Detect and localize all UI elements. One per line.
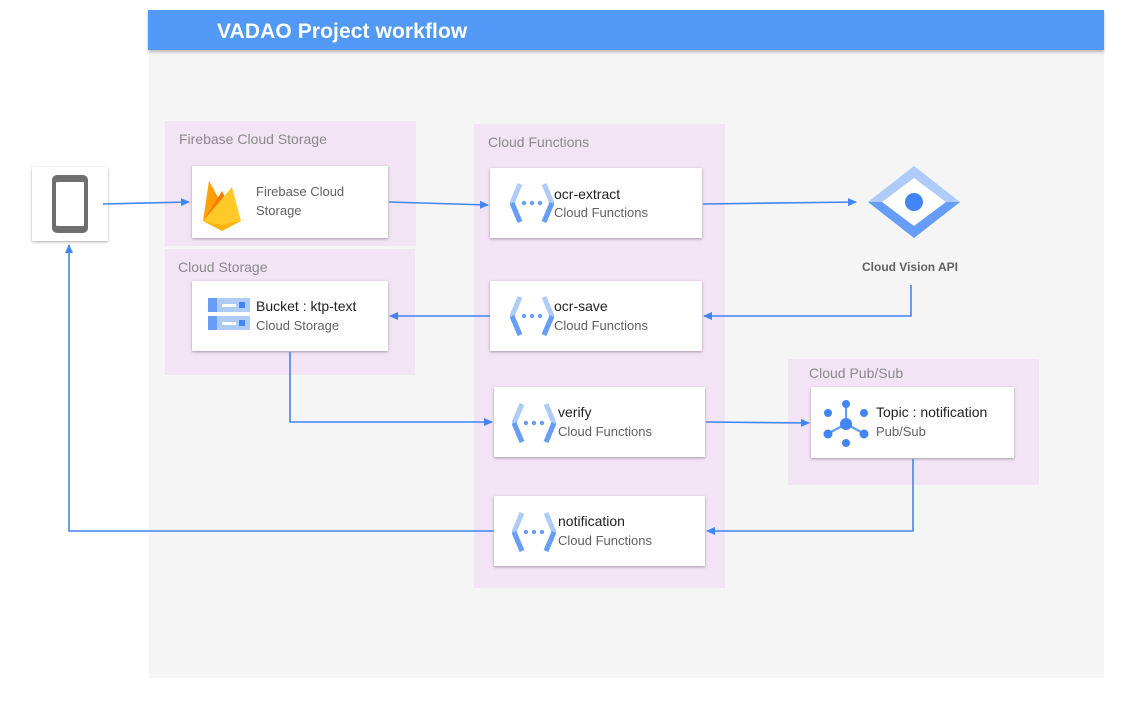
node-subtitle: Cloud Functions <box>554 205 648 220</box>
firebase-storage-node[interactable]: Firebase Cloud Storage <box>192 166 388 238</box>
notification-node[interactable]: notification Cloud Functions <box>494 496 705 566</box>
group-label: Firebase Cloud Storage <box>179 131 327 147</box>
cloud-functions-icon <box>510 183 554 223</box>
node-subtitle: Cloud Functions <box>558 533 652 548</box>
cloud-storage-icon <box>208 298 250 330</box>
node-title-line2: Storage <box>256 203 302 218</box>
node-title: notification <box>558 513 625 529</box>
node-title-line1: Firebase Cloud <box>256 184 345 199</box>
group-label: Cloud Storage <box>178 259 268 275</box>
node-subtitle: Cloud Storage <box>256 318 340 333</box>
firebase-icon <box>203 181 241 231</box>
ocr-extract-node[interactable]: ocr-extract Cloud Functions <box>490 168 702 238</box>
ocr-save-node[interactable]: ocr-save Cloud Functions <box>490 281 702 351</box>
cloud-vision-label: Cloud Vision API <box>861 260 958 274</box>
cloud-functions-icon <box>512 403 556 443</box>
cloud-vision-icon[interactable] <box>866 164 962 240</box>
group-label: Cloud Functions <box>488 134 590 150</box>
verify-node[interactable]: verify Cloud Functions <box>494 387 705 457</box>
topic-notification-node[interactable]: Topic : notification Pub/Sub <box>811 387 1014 458</box>
node-title: ocr-extract <box>554 186 621 202</box>
node-subtitle: Pub/Sub <box>876 424 926 439</box>
group-label: Cloud Pub/Sub <box>809 365 904 381</box>
mobile-device-node[interactable] <box>32 167 108 241</box>
node-title: Topic : notification <box>876 404 988 420</box>
node-subtitle: Cloud Functions <box>558 424 652 439</box>
node-title: Bucket : ktp-text <box>256 298 357 314</box>
pubsub-icon <box>823 400 869 447</box>
cloud-functions-icon <box>512 512 556 552</box>
node-title: verify <box>558 404 592 420</box>
mobile-phone-icon <box>52 175 88 233</box>
node-title: ocr-save <box>554 298 608 314</box>
cloud-functions-icon <box>510 296 554 336</box>
bucket-node[interactable]: Bucket : ktp-text Cloud Storage <box>192 281 388 351</box>
header-bar: VADAO Project workflow <box>148 10 1104 50</box>
node-subtitle: Cloud Functions <box>554 318 648 333</box>
page-title: VADAO Project workflow <box>217 20 468 43</box>
